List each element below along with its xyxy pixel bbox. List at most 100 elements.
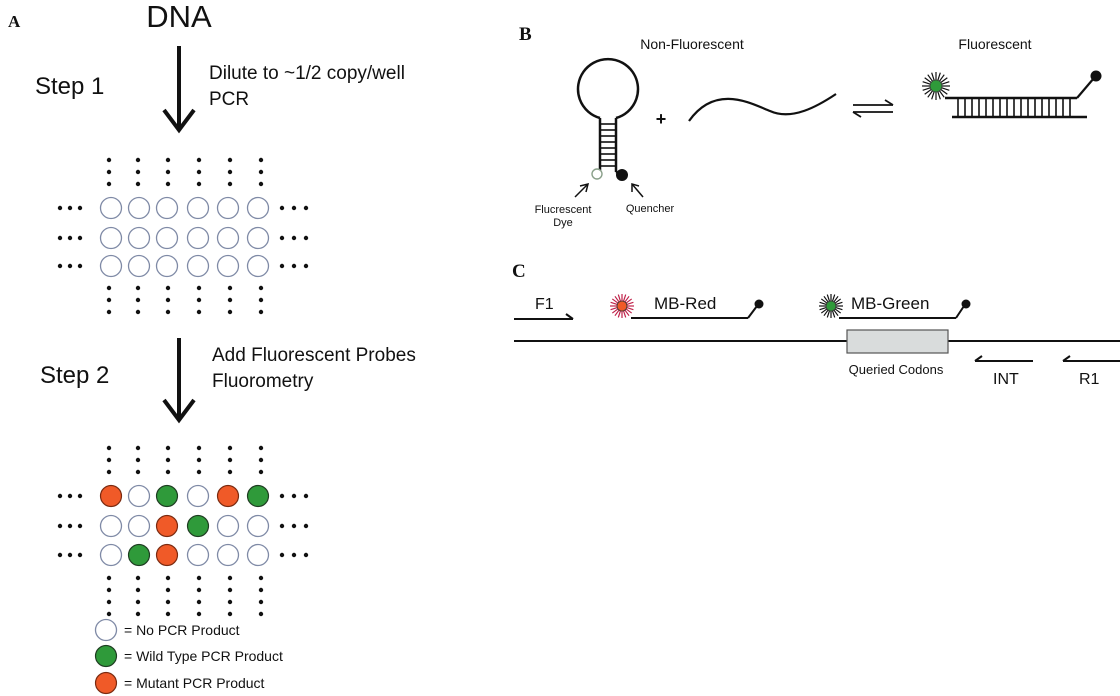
ellipsis-dot xyxy=(291,552,297,558)
well-none xyxy=(155,226,179,250)
ellipsis-dot xyxy=(135,469,141,475)
ellipsis-dot xyxy=(258,587,264,593)
ellipsis-dot xyxy=(303,493,309,499)
ellipsis-dot xyxy=(279,552,285,558)
ellipsis-dot xyxy=(135,157,141,163)
ellipsis-dot xyxy=(258,469,264,475)
ellipsis-dot xyxy=(106,445,112,451)
ellipsis-dot xyxy=(165,445,171,451)
well-none xyxy=(127,484,151,508)
ellipsis-dot xyxy=(77,523,83,529)
hybridized-probe xyxy=(922,70,1102,119)
ellipsis-dot xyxy=(135,309,141,315)
ellipsis-dot xyxy=(165,181,171,187)
ellipsis-dot xyxy=(57,263,63,269)
ellipsis-dot xyxy=(196,445,202,451)
ellipsis-dot xyxy=(165,457,171,463)
ellipsis-dot xyxy=(196,157,202,163)
ellipsis-dot xyxy=(196,169,202,175)
ellipsis-dot xyxy=(227,181,233,187)
ellipsis-dot xyxy=(258,285,264,291)
ellipsis-dot xyxy=(303,263,309,269)
well-none xyxy=(246,226,270,250)
r1-primer xyxy=(1062,355,1120,362)
queried-codons-label: Queried Codons xyxy=(849,362,944,377)
ellipsis-dot xyxy=(106,157,112,163)
legend-label-wild: = Wild Type PCR Product xyxy=(124,648,283,664)
ellipsis-dot xyxy=(291,493,297,499)
ellipsis-dot xyxy=(165,587,171,593)
ellipsis-dot xyxy=(106,469,112,475)
well-none xyxy=(127,196,151,220)
well-none xyxy=(216,543,240,567)
ellipsis-dot xyxy=(135,445,141,451)
well-none xyxy=(216,254,240,278)
ellipsis-dot xyxy=(77,235,83,241)
ellipsis-dot xyxy=(258,575,264,581)
ellipsis-dot xyxy=(258,457,264,463)
ellipsis-dot xyxy=(165,157,171,163)
well-none xyxy=(127,514,151,538)
ellipsis-dot xyxy=(279,205,285,211)
step2-text-line2: Fluorometry xyxy=(212,371,314,392)
ellipsis-dot xyxy=(135,599,141,605)
ellipsis-dot xyxy=(196,309,202,315)
ellipsis-dot xyxy=(227,599,233,605)
ellipsis-dot xyxy=(227,587,233,593)
dye-label-line1: Flucrescent xyxy=(535,204,592,216)
ellipsis-dot xyxy=(196,575,202,581)
ellipsis-dot xyxy=(291,205,297,211)
ellipsis-dot xyxy=(291,263,297,269)
ellipsis-dot xyxy=(106,587,112,593)
step2-label: Step 2 xyxy=(40,362,109,389)
panel-c: C F1 MB-Red MB-Green Queried Codons INT xyxy=(512,261,1120,388)
ellipsis-dot xyxy=(196,297,202,303)
panel-c-letter: C xyxy=(512,261,526,282)
ellipsis-dot xyxy=(165,297,171,303)
ellipsis-dot xyxy=(57,205,63,211)
ellipsis-dot xyxy=(67,493,73,499)
ellipsis-dot xyxy=(196,457,202,463)
ellipsis-dot xyxy=(135,297,141,303)
ellipsis-dot xyxy=(135,169,141,175)
panel-a-letter: A xyxy=(8,12,21,31)
ellipsis-dot xyxy=(227,169,233,175)
well-mutant xyxy=(155,543,179,567)
r1-label: R1 xyxy=(1079,371,1100,388)
ellipsis-dot xyxy=(57,235,63,241)
ellipsis-dot xyxy=(227,611,233,617)
well-mutant xyxy=(155,514,179,538)
well-mutant xyxy=(99,484,123,508)
ellipsis-dot xyxy=(165,599,171,605)
well-none xyxy=(216,226,240,250)
ellipsis-dot xyxy=(258,297,264,303)
quencher-dot xyxy=(616,169,628,181)
ellipsis-dot xyxy=(135,285,141,291)
well-wild xyxy=(127,543,151,567)
ellipsis-dot xyxy=(106,575,112,581)
ellipsis-dot xyxy=(303,523,309,529)
plate-before xyxy=(57,157,309,315)
ellipsis-dot xyxy=(106,309,112,315)
plate-after xyxy=(57,445,309,617)
ellipsis-dot xyxy=(196,181,202,187)
plus-sign: + xyxy=(656,109,667,129)
dna-label: DNA xyxy=(146,0,212,34)
int-primer xyxy=(974,355,1033,362)
target-strand xyxy=(688,93,837,122)
ellipsis-dot xyxy=(165,575,171,581)
equilibrium-arrows xyxy=(852,99,894,118)
well-none xyxy=(186,226,210,250)
well-none xyxy=(216,196,240,220)
legend-label-mutant: = Mutant PCR Product xyxy=(124,675,265,691)
ellipsis-dot xyxy=(227,285,233,291)
well-none xyxy=(99,514,123,538)
quencher-pointer-arrow xyxy=(631,183,644,198)
well-none xyxy=(127,254,151,278)
ellipsis-dot xyxy=(291,235,297,241)
legend: = No PCR Product= Wild Type PCR Product=… xyxy=(94,618,283,695)
ellipsis-dot xyxy=(258,169,264,175)
mb-green-probe xyxy=(819,294,971,319)
ellipsis-dot xyxy=(106,297,112,303)
well-wild xyxy=(155,484,179,508)
